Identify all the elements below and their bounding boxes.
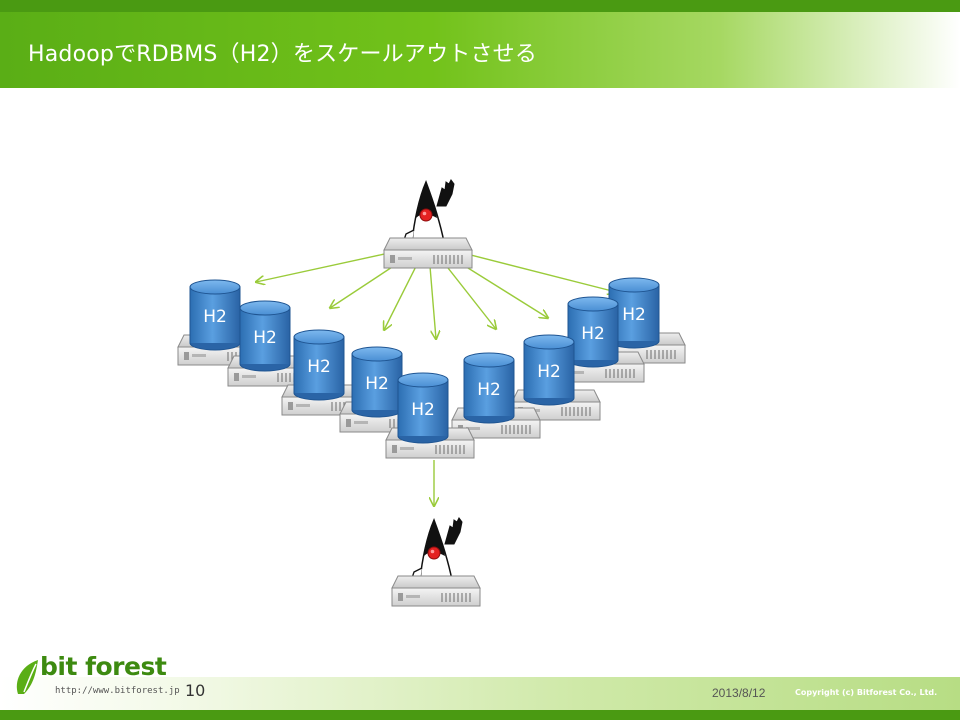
h2-database-node: H2 xyxy=(451,352,541,439)
h2-database-node: H2 xyxy=(511,334,601,421)
h2-database-node: H2 xyxy=(177,279,267,366)
h2-label: H2 xyxy=(203,307,227,327)
h2-label: H2 xyxy=(307,357,331,377)
bottom-server-icon xyxy=(391,575,481,607)
slide-title: HadoopでRDBMS（H2）をスケールアウトさせる xyxy=(28,42,538,67)
h2-label: H2 xyxy=(365,374,389,394)
h2-label: H2 xyxy=(537,362,561,382)
bitforest-leaf-logo-icon xyxy=(16,660,38,694)
slide-date: 2013/8/12 xyxy=(712,686,766,700)
h2-label: H2 xyxy=(477,380,501,400)
h2-database-node: H2 xyxy=(227,300,317,387)
bottom-accent-stripe xyxy=(0,710,960,720)
h2-database-node: H2 xyxy=(339,346,429,433)
logo-url: http://www.bitforest.jp xyxy=(55,686,180,696)
h2-label: H2 xyxy=(411,400,435,420)
bottom-java-duke-icon xyxy=(411,517,463,582)
top-java-duke-icon xyxy=(403,179,455,244)
top-server-icon xyxy=(383,237,473,269)
page-number: 10 xyxy=(185,681,206,700)
h2-label: H2 xyxy=(581,324,605,344)
h2-database-node: H2 xyxy=(281,329,371,416)
h2-database-node: H2 xyxy=(596,277,686,364)
h2-database-node: H2 xyxy=(385,372,475,459)
h2-database-node: H2 xyxy=(555,296,645,383)
h2-label: H2 xyxy=(253,328,277,348)
footer-band xyxy=(0,677,960,710)
h2-label: H2 xyxy=(622,305,646,325)
title-bar: HadoopでRDBMS（H2）をスケールアウトさせる xyxy=(0,12,960,88)
copyright-notice: Copyright (c) Bitforest Co., Ltd. xyxy=(795,688,938,697)
logo-wordmark: bit forest xyxy=(40,652,167,681)
top-accent-stripe xyxy=(0,0,960,12)
